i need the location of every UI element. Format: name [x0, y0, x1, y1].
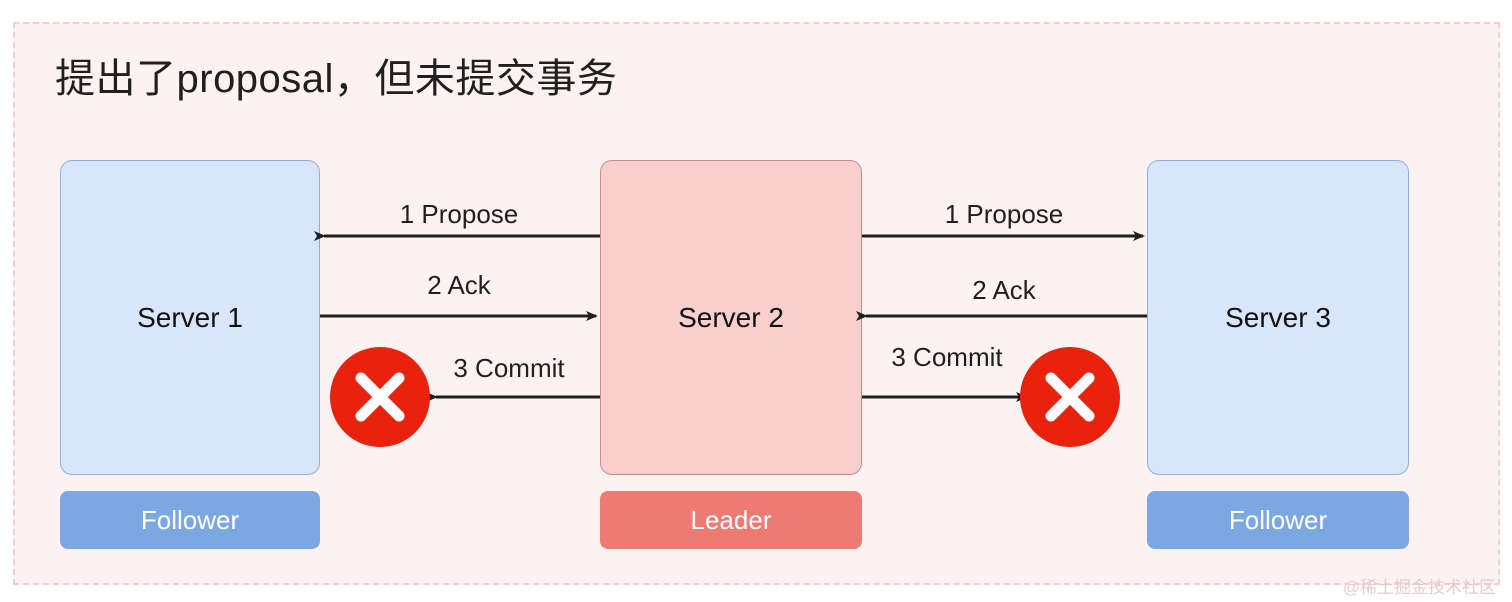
node-server-1[interactable]: Server 1: [60, 160, 320, 475]
role-badge-server-1: Follower: [60, 491, 320, 549]
x-mark-icon: [355, 372, 405, 422]
label-left-ack: 2 Ack: [427, 270, 491, 300]
label-right-propose: 1 Propose: [944, 199, 1064, 229]
failure-x-icon-left: [330, 347, 430, 447]
label-left-propose: 1 Propose: [399, 199, 519, 229]
x-mark-icon: [1045, 372, 1095, 422]
diagram-title: 提出了proposal，但未提交事务: [55, 57, 618, 101]
label-right-ack: 2 Ack: [972, 275, 1036, 305]
node-server-3[interactable]: Server 3: [1147, 160, 1409, 475]
label-left-commit: 3 Commit: [453, 353, 565, 383]
watermark: @稀土掘金技术社区: [1342, 578, 1496, 597]
label-right-commit: 3 Commit: [891, 342, 1003, 372]
node-server-2[interactable]: Server 2: [600, 160, 862, 475]
role-badge-server-2: Leader: [600, 491, 862, 549]
failure-x-icon-right: [1020, 347, 1120, 447]
role-badge-server-3: Follower: [1147, 491, 1409, 549]
